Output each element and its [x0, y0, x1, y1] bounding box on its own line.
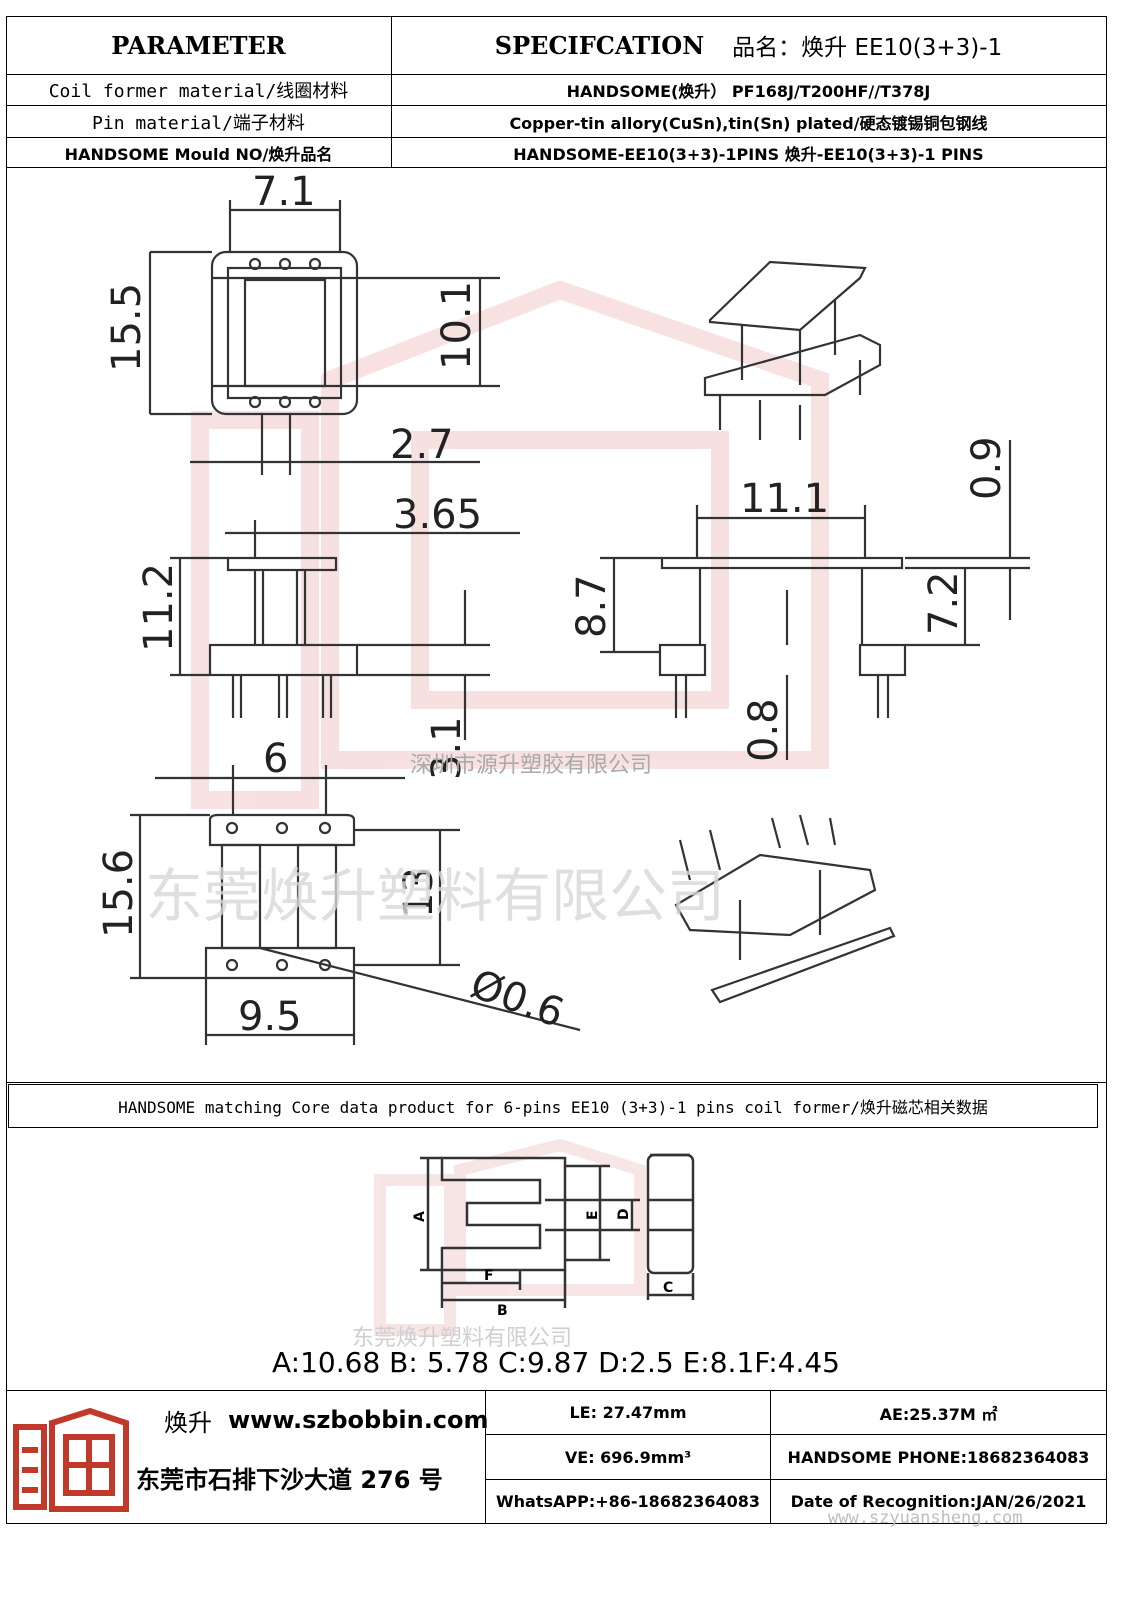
footer-brand-line: 焕升 www.szbobbin.com [164, 1400, 489, 1440]
dim-pin-dia: Ø0.6 [465, 961, 570, 1037]
dim-flange-t: 0.9 [964, 436, 1010, 500]
coil-former-material-label: Coil former material/线圈材料 [48, 81, 349, 102]
dim-inner-front: 7.2 [921, 571, 967, 635]
iso-view-bottom [674, 814, 896, 1004]
core-label-b: B [497, 1303, 508, 1319]
iso-view-top [703, 260, 882, 440]
pin-material-label: Pin material/端子材料 [92, 112, 305, 134]
dim-bottom-height: 15.6 [96, 849, 142, 938]
company-logo [13, 1407, 129, 1512]
watermark-small: 深圳市源升塑胶有限公司 [410, 753, 652, 778]
specification-title: SPECIFCATION [494, 30, 705, 60]
bottom-view [130, 765, 581, 1045]
core-label-f: F [484, 1268, 494, 1284]
footer-website[interactable]: www.szbobbin.com [228, 1406, 489, 1434]
core-section-title: HANDSOME matching Core data product for … [118, 1098, 988, 1117]
core-drawing: A E D F B C 东莞焕升塑料有限公司 [352, 1138, 695, 1351]
front-view [600, 440, 1030, 760]
pin-material-value: Copper-tin allory(CuSn),tin(Sn) plated/硬… [509, 113, 988, 133]
ae-value: AE:25.37M ㎡ [879, 1404, 998, 1424]
product-name: 焕升 EE10(3+3)-1 [801, 35, 1003, 61]
date-value: Date of Recognition:JAN/26/2021 [790, 1492, 1087, 1511]
dim-bottom-width: 9.5 [238, 994, 302, 1040]
dim-front-height: 8.7 [569, 574, 615, 638]
dim-inner-height: 10.1 [434, 281, 480, 370]
le-value: LE: 27.47mm [569, 1403, 687, 1422]
dim-front-width: 11.1 [740, 476, 829, 522]
dim-side-top: 3.65 [393, 492, 482, 538]
dim-pin-dia-front: 0.8 [741, 698, 787, 762]
footer-brand: 焕升 [164, 1408, 212, 1437]
core-label-d: D [616, 1208, 632, 1220]
core-label-c: C [663, 1280, 673, 1296]
watermark-core: 东莞焕升塑料有限公司 [352, 1326, 572, 1351]
core-label-a: A [412, 1211, 428, 1222]
top-view [148, 200, 500, 475]
dim-pin-len: 3.1 [424, 716, 470, 780]
product-label: 品名： [732, 35, 802, 61]
dim-top-height: 15.5 [104, 283, 150, 372]
footer-address: 东莞市石排下沙大道 276 号 [136, 1466, 443, 1494]
dim-slot: 2.7 [390, 422, 454, 468]
bobbin-drawing: 7.1 15.5 10.1 2.7 3.65 11.2 3.1 11.1 0.9… [96, 169, 1030, 1045]
core-label-e: E [585, 1210, 601, 1220]
coil-former-material-value: HANDSOME(焕升） PF168J/T200HF//T378J [566, 82, 931, 101]
watermark-corner: www.szyuansheng.com [828, 1508, 1023, 1528]
parameter-header: PARAMETER [111, 30, 286, 60]
watermark-large: 东莞焕升塑料有限公司 [145, 862, 725, 930]
ve-value: VE: 696.9mm³ [564, 1447, 692, 1467]
side-view [170, 520, 520, 740]
mould-no-label: HANDSOME Mould NO/焕升品名 [64, 144, 333, 164]
specification-header: SPECIFCATION 品名： 焕升 EE10(3+3)-1 [391, 16, 1106, 74]
core-values: A:10.68 B: 5.78 C:9.87 D:2.5 E:8.1F:4.45 [272, 1345, 840, 1379]
dim-bottom-span: 6 [263, 736, 288, 782]
dim-top-width: 7.1 [252, 169, 316, 215]
whatsapp-value: WhatsAPP:+86-18682364083 [495, 1492, 760, 1511]
dim-bottom-inner: 13 [396, 867, 442, 918]
dim-side-height: 11.2 [136, 563, 182, 652]
watermark-logo [191, 280, 829, 809]
phone-value: HANDSOME PHONE:18682364083 [787, 1447, 1090, 1467]
mould-no-value: HANDSOME-EE10(3+3)-1PINS 焕升-EE10(3+3)-1 … [513, 144, 984, 164]
